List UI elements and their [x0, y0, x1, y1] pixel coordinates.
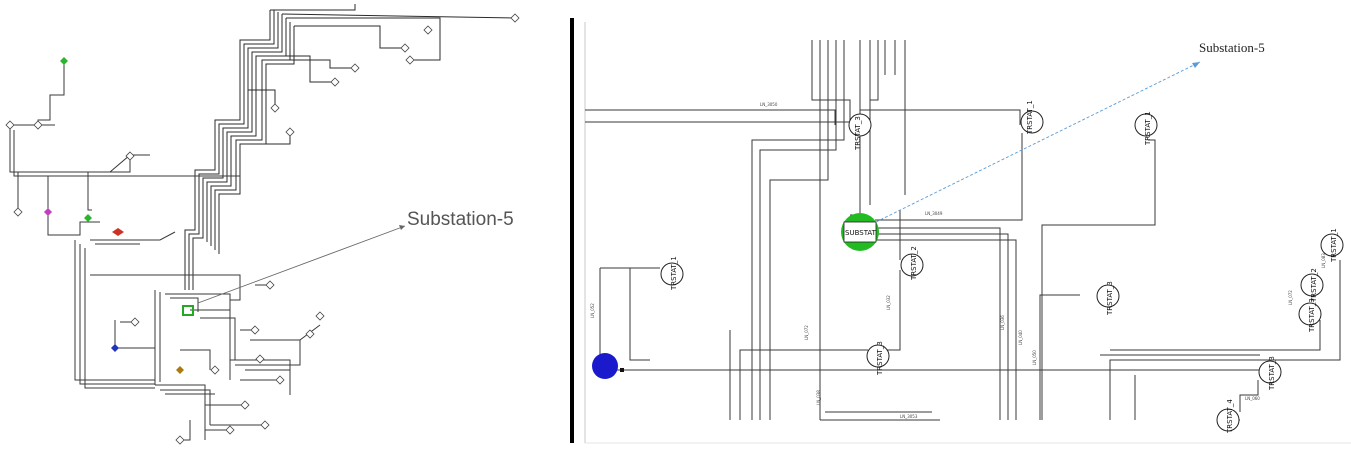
network-detail-diagram: LN_3050 LN_3049 LN_052 LN_072 LN_032 LN_…: [584, 22, 1351, 444]
trstat-node: TRSTAT_3: [1298, 298, 1322, 333]
node-markers: [5, 13, 520, 445]
callout-pointer: [197, 225, 406, 304]
trstat-node: TRSTAT_4: [1216, 399, 1240, 434]
network-overview-panel: Substation-5: [0, 0, 570, 459]
substation-label: SUBSTAT: [845, 229, 877, 237]
substation-5-highlight: [182, 305, 194, 316]
substation-callout-label: Substation-5: [1199, 40, 1265, 55]
svg-text:TRSTAT_4: TRSTAT_4: [1226, 399, 1234, 434]
line-label: LN_072: [804, 325, 809, 340]
line-label: LN_036: [1000, 315, 1005, 330]
trstat-node: TRSTAT_3: [848, 113, 872, 151]
feeder-bundle: [184, 4, 516, 290]
svg-text:TRSTAT_1: TRSTAT_1: [670, 256, 678, 291]
trstat-node: TRSTAT_3: [1096, 281, 1120, 316]
svg-text:TRSTAT_2: TRSTAT_2: [1310, 268, 1318, 303]
substation-callout-label: Substation-5: [407, 209, 514, 230]
middle-cluster: [74, 231, 321, 441]
detail-feeder-lines: [585, 40, 1341, 421]
svg-text:TRSTAT_2: TRSTAT_2: [910, 246, 918, 281]
line-labels: LN_3050 LN_3049 LN_052 LN_072 LN_032 LN_…: [590, 102, 1326, 419]
line-label: LN_3053: [900, 414, 918, 419]
svg-text:TRSTAT_3: TRSTAT_3: [1268, 356, 1276, 391]
svg-text:TRSTAT_1: TRSTAT_1: [1026, 100, 1034, 135]
svg-text:TRSTAT_1: TRSTAT_1: [1330, 228, 1338, 263]
line-label: LN_050: [1032, 350, 1037, 365]
line-label: LN_052: [590, 303, 595, 318]
line-label: LN_040: [1018, 330, 1023, 345]
trstat-node: TRSTAT_3: [1258, 356, 1282, 391]
trstat-node: TRSTAT_1: [660, 256, 684, 291]
line-label: LN_083: [1321, 253, 1326, 268]
trstat-node: TRSTAT_1: [1020, 100, 1044, 135]
line-label: LN_072: [1288, 290, 1293, 305]
line-label: LN_060: [1245, 396, 1260, 401]
svg-text:TRSTAT_1: TRSTAT_1: [1144, 111, 1152, 146]
trstat-node: TRSTAT_2: [900, 246, 924, 281]
station-nodes: TRSTAT_3 TRSTAT_1 TRSTAT_1 TRSTAT_1 TRST…: [660, 100, 1344, 434]
panel-divider: [570, 18, 574, 443]
callout-arrow: [875, 61, 1201, 223]
line-label: LN_3050: [760, 102, 778, 107]
trstat-node: TRSTAT_3: [866, 341, 890, 376]
source-node: [592, 353, 624, 379]
substation-5-node: SUBSTAT: [841, 213, 879, 251]
trstat-node: TRSTAT_2: [1300, 268, 1324, 303]
svg-text:TRSTAT_3: TRSTAT_3: [1106, 281, 1114, 316]
line-label: LN_038: [816, 390, 821, 405]
trstat-node: TRSTAT_1: [1134, 111, 1158, 146]
network-detail-panel: LN_3050 LN_3049 LN_052 LN_072 LN_032 LN_…: [580, 0, 1351, 459]
line-label: LN_3049: [925, 211, 943, 216]
upper-left-branch: [9, 60, 240, 236]
svg-text:TRSTAT_3: TRSTAT_3: [1308, 298, 1316, 333]
line-label: LN_032: [886, 295, 891, 310]
svg-text:TRSTAT_3: TRSTAT_3: [854, 116, 862, 151]
svg-text:TRSTAT_3: TRSTAT_3: [876, 341, 884, 376]
network-overview-diagram: [5, 4, 520, 445]
trstat-node: TRSTAT_1: [1320, 228, 1344, 263]
